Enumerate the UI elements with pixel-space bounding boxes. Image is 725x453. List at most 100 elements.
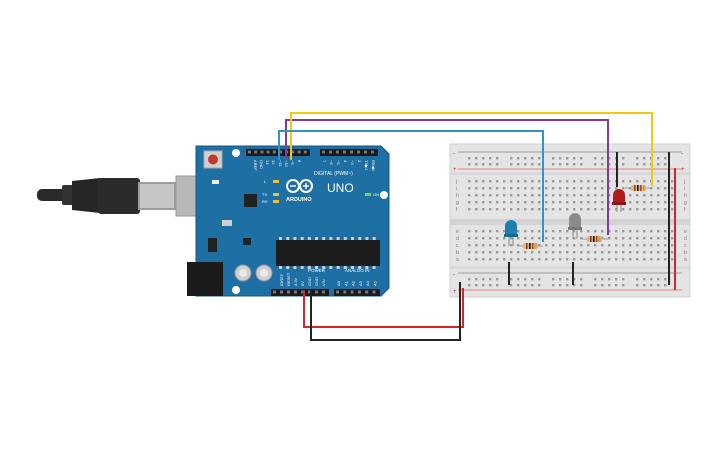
breadboard-hole[interactable] xyxy=(538,187,541,190)
breadboard-hole[interactable] xyxy=(608,208,611,211)
breadboard-hole[interactable] xyxy=(503,194,506,197)
breadboard-hole[interactable] xyxy=(566,230,569,233)
breadboard-hole[interactable] xyxy=(643,244,646,247)
breadboard-hole[interactable] xyxy=(657,163,660,166)
breadboard-hole[interactable] xyxy=(657,230,660,233)
breadboard-hole[interactable] xyxy=(552,194,555,197)
breadboard-hole[interactable] xyxy=(601,201,604,204)
breadboard-hole[interactable] xyxy=(524,258,527,261)
breadboard-hole[interactable] xyxy=(510,180,513,183)
breadboard-hole[interactable] xyxy=(657,258,660,261)
breadboard-hole[interactable] xyxy=(608,258,611,261)
breadboard-hole[interactable] xyxy=(489,244,492,247)
breadboard-hole[interactable] xyxy=(468,237,471,240)
breadboard-hole[interactable] xyxy=(468,157,471,160)
breadboard-hole[interactable] xyxy=(573,180,576,183)
breadboard-hole[interactable] xyxy=(566,180,569,183)
breadboard-hole[interactable] xyxy=(601,284,604,287)
breadboard-hole[interactable] xyxy=(601,258,604,261)
breadboard-hole[interactable] xyxy=(629,208,632,211)
breadboard-hole[interactable] xyxy=(566,187,569,190)
breadboard-hole[interactable] xyxy=(657,284,660,287)
breadboard-hole[interactable] xyxy=(636,278,639,281)
breadboard-hole[interactable] xyxy=(531,251,534,254)
breadboard-hole[interactable] xyxy=(622,251,625,254)
breadboard-hole[interactable] xyxy=(545,194,548,197)
breadboard-hole[interactable] xyxy=(601,237,604,240)
breadboard-hole[interactable] xyxy=(482,237,485,240)
breadboard-hole[interactable] xyxy=(601,187,604,190)
breadboard-hole[interactable] xyxy=(517,187,520,190)
header-pin[interactable] xyxy=(364,150,367,154)
breadboard-hole[interactable] xyxy=(517,284,520,287)
breadboard-hole[interactable] xyxy=(503,230,506,233)
breadboard-hole[interactable] xyxy=(566,208,569,211)
breadboard-hole[interactable] xyxy=(489,258,492,261)
breadboard-hole[interactable] xyxy=(531,163,534,166)
breadboard-hole[interactable] xyxy=(517,163,520,166)
breadboard-hole[interactable] xyxy=(636,237,639,240)
breadboard-hole[interactable] xyxy=(531,201,534,204)
breadboard-hole[interactable] xyxy=(622,230,625,233)
breadboard-hole[interactable] xyxy=(496,258,499,261)
breadboard-hole[interactable] xyxy=(573,163,576,166)
breadboard-hole[interactable] xyxy=(657,278,660,281)
breadboard-hole[interactable] xyxy=(468,194,471,197)
breadboard-hole[interactable] xyxy=(475,284,478,287)
breadboard-hole[interactable] xyxy=(559,278,562,281)
breadboard-hole[interactable] xyxy=(538,237,541,240)
breadboard-hole[interactable] xyxy=(489,284,492,287)
breadboard-hole[interactable] xyxy=(524,284,527,287)
breadboard-hole[interactable] xyxy=(552,244,555,247)
breadboard-hole[interactable] xyxy=(524,163,527,166)
breadboard-hole[interactable] xyxy=(468,251,471,254)
breadboard-hole[interactable] xyxy=(587,180,590,183)
breadboard-hole[interactable] xyxy=(664,208,667,211)
breadboard-hole[interactable] xyxy=(496,237,499,240)
breadboard-hole[interactable] xyxy=(468,163,471,166)
breadboard-hole[interactable] xyxy=(573,201,576,204)
breadboard-hole[interactable] xyxy=(580,187,583,190)
breadboard-hole[interactable] xyxy=(580,284,583,287)
breadboard-hole[interactable] xyxy=(629,201,632,204)
breadboard-hole[interactable] xyxy=(671,251,674,254)
breadboard-hole[interactable] xyxy=(664,194,667,197)
header-pin[interactable] xyxy=(272,150,276,154)
breadboard-hole[interactable] xyxy=(657,208,660,211)
breadboard-hole[interactable] xyxy=(524,208,527,211)
breadboard-hole[interactable] xyxy=(475,194,478,197)
breadboard-hole[interactable] xyxy=(643,194,646,197)
breadboard-hole[interactable] xyxy=(622,258,625,261)
breadboard-hole[interactable] xyxy=(545,237,548,240)
breadboard-hole[interactable] xyxy=(503,208,506,211)
breadboard-hole[interactable] xyxy=(552,284,555,287)
breadboard-hole[interactable] xyxy=(573,278,576,281)
breadboard-hole[interactable] xyxy=(594,258,597,261)
breadboard-hole[interactable] xyxy=(475,163,478,166)
breadboard-hole[interactable] xyxy=(664,180,667,183)
breadboard-hole[interactable] xyxy=(531,258,534,261)
breadboard-hole[interactable] xyxy=(650,284,653,287)
header-pin[interactable] xyxy=(371,150,374,154)
breadboard-hole[interactable] xyxy=(524,278,527,281)
breadboard-hole[interactable] xyxy=(657,237,660,240)
breadboard-hole[interactable] xyxy=(503,258,506,261)
breadboard-hole[interactable] xyxy=(510,187,513,190)
resistor[interactable] xyxy=(581,236,608,242)
breadboard-hole[interactable] xyxy=(538,251,541,254)
breadboard-hole[interactable] xyxy=(475,258,478,261)
breadboard-hole[interactable] xyxy=(496,251,499,254)
breadboard-hole[interactable] xyxy=(622,187,625,190)
breadboard-hole[interactable] xyxy=(545,201,548,204)
breadboard-hole[interactable] xyxy=(622,237,625,240)
breadboard-hole[interactable] xyxy=(468,208,471,211)
breadboard-hole[interactable] xyxy=(608,194,611,197)
breadboard-hole[interactable] xyxy=(538,230,541,233)
breadboard-hole[interactable] xyxy=(475,237,478,240)
breadboard-hole[interactable] xyxy=(552,278,555,281)
breadboard-hole[interactable] xyxy=(615,278,618,281)
breadboard-hole[interactable] xyxy=(510,284,513,287)
breadboard-hole[interactable] xyxy=(650,244,653,247)
breadboard-hole[interactable] xyxy=(601,244,604,247)
header-pin[interactable] xyxy=(248,150,251,154)
